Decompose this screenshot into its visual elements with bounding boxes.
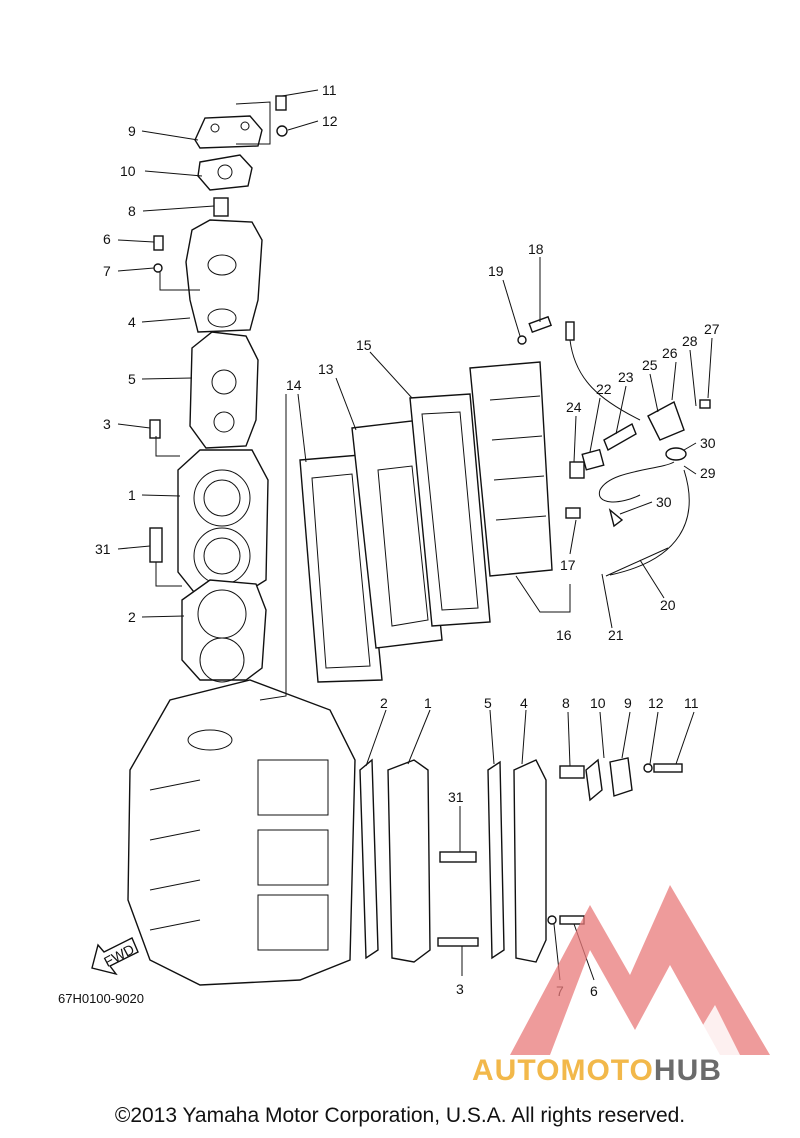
- callout-numbers: 11 12 9 10 8 6 7 4 5 3 1 31 2 18 19 13 1…: [95, 82, 720, 999]
- callout-8: 8: [128, 203, 136, 219]
- callout-18: 18: [528, 241, 544, 257]
- callout-17: 17: [560, 557, 576, 573]
- callout-9: 9: [128, 123, 136, 139]
- callout-9-side: 9: [624, 695, 632, 711]
- callout-4-side: 4: [520, 695, 528, 711]
- callout-28: 28: [682, 333, 698, 349]
- callout-22: 22: [596, 381, 612, 397]
- watermark-word-2: HUB: [653, 1054, 722, 1087]
- copyright-notice: ©2013 Yamaha Motor Corporation, U.S.A. A…: [114, 1104, 686, 1127]
- fwd-arrow-icon: [91, 937, 139, 976]
- callout-6: 6: [103, 231, 111, 247]
- part-gasket-15: [409, 393, 491, 627]
- callout-2: 2: [128, 609, 136, 625]
- part-hose-assembly: [565, 321, 711, 577]
- watermark-text: AUTOMOTOHUB: [472, 1054, 722, 1088]
- part-engine-block: [127, 679, 356, 986]
- callout-5: 5: [128, 371, 136, 387]
- part-cylinder-head: [177, 449, 269, 593]
- callout-26: 26: [662, 345, 678, 361]
- part-valve: [213, 197, 229, 217]
- callout-4: 4: [128, 314, 136, 330]
- part-bolt-3: [149, 419, 161, 439]
- callout-3: 3: [103, 416, 111, 432]
- callout-10-side: 10: [590, 695, 606, 711]
- callout-12-side: 12: [648, 695, 664, 711]
- part-side-head-1: [387, 759, 431, 963]
- callout-11-side: 11: [684, 695, 699, 711]
- callout-21: 21: [608, 627, 624, 643]
- part-cover: [194, 115, 263, 149]
- callout-20: 20: [660, 597, 676, 613]
- callout-23: 23: [618, 369, 634, 385]
- callout-10: 10: [120, 163, 136, 179]
- callout-30b: 30: [656, 494, 672, 510]
- part-side-gasket-5: [487, 760, 505, 960]
- part-gasket-small: [197, 154, 253, 191]
- part-head-gasket: [181, 579, 267, 683]
- part-bolt-18: [517, 315, 553, 345]
- part-side-gasket-2: [359, 758, 379, 960]
- callout-1: 1: [128, 487, 136, 503]
- callout-31: 31: [95, 541, 111, 557]
- part-side-housing-4: [513, 759, 547, 963]
- callout-19: 19: [488, 263, 504, 279]
- part-code-label: 67H0100-9020: [58, 991, 145, 1006]
- callout-29: 29: [700, 465, 716, 481]
- callout-31-side: 31: [448, 789, 464, 805]
- callout-24: 24: [566, 399, 582, 415]
- callout-12: 12: [322, 113, 338, 129]
- part-housing: [185, 219, 263, 333]
- callout-3-side: 3: [456, 981, 464, 997]
- part-bolt-top: [275, 95, 288, 137]
- callout-15: 15: [356, 337, 372, 353]
- callout-6-side: 6: [590, 983, 598, 999]
- callout-1-side: 1: [424, 695, 432, 711]
- leader-lines: [117, 89, 713, 981]
- watermark-word-1: AUTOMOTO: [472, 1054, 654, 1087]
- callout-5-side: 5: [484, 695, 492, 711]
- callout-16: 16: [556, 627, 572, 643]
- callout-7: 7: [103, 263, 111, 279]
- part-exhaust-cover: [469, 361, 553, 577]
- callout-14: 14: [286, 377, 302, 393]
- part-gasket-5: [189, 331, 259, 449]
- callout-30a: 30: [700, 435, 716, 451]
- part-side-bolt-3: [437, 937, 479, 947]
- callout-8-side: 8: [562, 695, 570, 711]
- part-bolt-6: [153, 235, 164, 273]
- callout-27: 27: [704, 321, 720, 337]
- callout-25: 25: [642, 357, 658, 373]
- callout-2-side: 2: [380, 695, 388, 711]
- callout-13: 13: [318, 361, 334, 377]
- part-side-spark-plug: [439, 851, 477, 863]
- watermark-logo-icon: [510, 885, 770, 1055]
- callout-11: 11: [322, 82, 337, 98]
- part-spark-plug: [149, 527, 163, 563]
- part-side-fittings: [547, 757, 683, 925]
